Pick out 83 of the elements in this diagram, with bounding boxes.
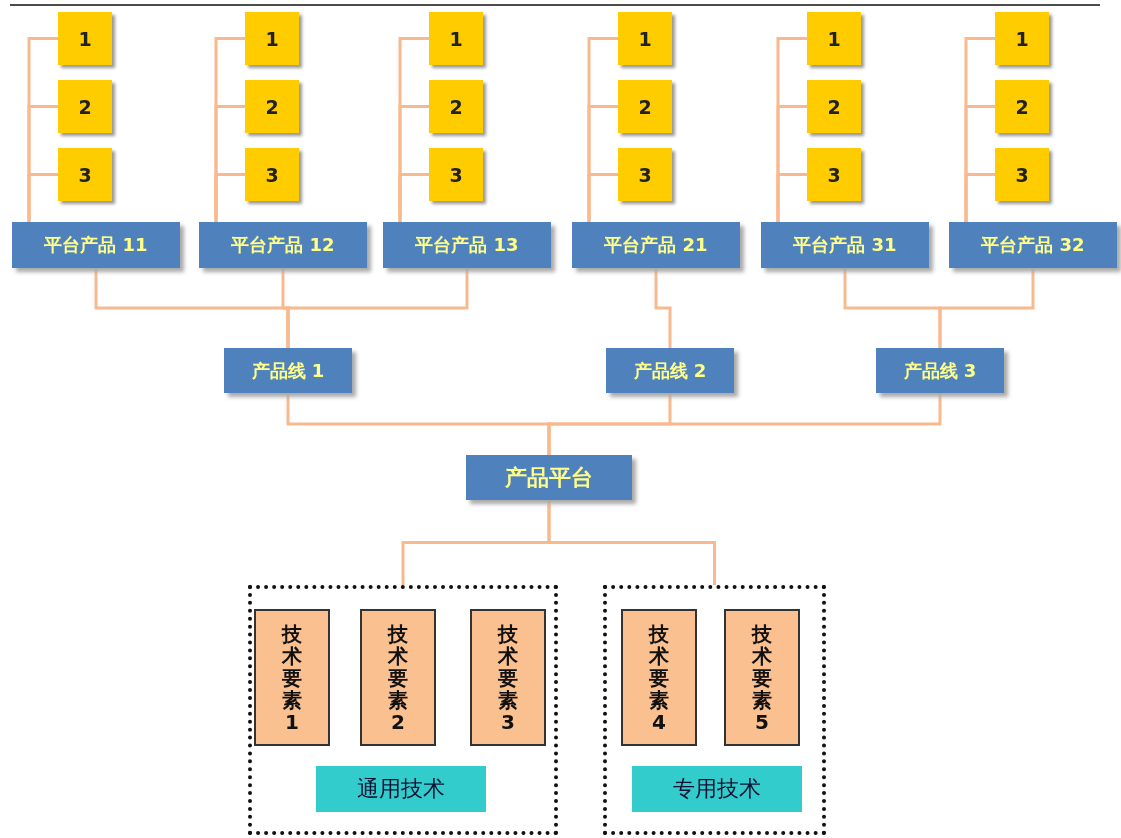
dotted-group-frame <box>603 585 826 835</box>
connector-line <box>398 173 429 222</box>
box-label: 平台产品 21 <box>604 233 708 257</box>
process-box <box>572 222 740 268</box>
box-label: 产品线 1 <box>251 358 325 383</box>
box-label: 平台产品 32 <box>981 233 1085 257</box>
connector-line <box>587 173 618 222</box>
number-box <box>618 12 672 65</box>
box-label: 通用技术 <box>357 775 445 803</box>
box-label: 1 <box>638 27 652 50</box>
process-box <box>949 222 1117 268</box>
connector-line <box>27 173 58 222</box>
box-label: 产品平台 <box>505 463 593 492</box>
number-box <box>807 12 861 65</box>
box-label: 2 <box>827 95 841 118</box>
process-box <box>761 222 929 268</box>
box-label: 平台产品 11 <box>44 233 148 257</box>
box-label: 2 <box>449 95 463 118</box>
connector-line <box>214 173 245 222</box>
dotted-group-frame <box>248 585 558 835</box>
element-box <box>621 609 697 746</box>
process-box <box>199 222 367 268</box>
number-box <box>58 80 112 133</box>
box-label: 3 <box>449 163 463 186</box>
box-label: 平台产品 12 <box>231 233 335 257</box>
box-label: 1 <box>449 27 463 50</box>
connector-line <box>964 173 995 222</box>
number-box <box>807 148 861 201</box>
number-box <box>429 12 483 65</box>
connector-line <box>547 500 716 585</box>
box-label: 3 <box>265 163 279 186</box>
process-box <box>12 222 180 268</box>
box-label: 1 <box>827 27 841 50</box>
process-box <box>876 348 1004 393</box>
box-label: 1 <box>78 27 92 50</box>
number-box <box>995 148 1049 201</box>
element-box <box>724 609 800 746</box>
box-label: 产品线 2 <box>633 358 707 383</box>
box-label: 2 <box>1015 95 1029 118</box>
box-label: 技术要素1 <box>282 622 302 733</box>
box-label: 3 <box>827 163 841 186</box>
box-label: 3 <box>1015 163 1029 186</box>
box-label: 平台产品 31 <box>793 233 897 257</box>
process-box <box>466 455 632 500</box>
connector-line <box>938 268 1035 348</box>
box-label: 2 <box>78 95 92 118</box>
connector-line <box>776 173 807 222</box>
number-box <box>429 148 483 201</box>
box-label: 技术要素3 <box>498 622 518 733</box>
number-box <box>429 80 483 133</box>
connector-line <box>654 268 672 348</box>
label-box <box>632 766 802 812</box>
box-label: 3 <box>638 163 652 186</box>
label-box <box>316 766 486 812</box>
process-box <box>383 222 551 268</box>
number-box <box>245 12 299 65</box>
element-box <box>470 609 546 746</box>
box-label: 3 <box>78 163 92 186</box>
number-box <box>995 12 1049 65</box>
connector-line <box>286 268 469 348</box>
box-label: 1 <box>265 27 279 50</box>
number-box <box>245 80 299 133</box>
number-box <box>618 80 672 133</box>
number-box <box>618 148 672 201</box>
box-label: 2 <box>265 95 279 118</box>
number-box <box>807 80 861 133</box>
box-label: 技术要素4 <box>649 622 669 733</box>
box-label: 1 <box>1015 27 1029 50</box>
box-label: 2 <box>638 95 652 118</box>
box-label: 产品线 3 <box>903 358 977 383</box>
process-box <box>224 348 352 393</box>
element-box <box>360 609 436 746</box>
process-box <box>606 348 734 393</box>
number-box <box>58 12 112 65</box>
box-label: 技术要素5 <box>752 622 772 733</box>
box-label: 技术要素2 <box>388 622 408 733</box>
connector-line <box>547 393 942 455</box>
number-box <box>995 80 1049 133</box>
box-label: 平台产品 13 <box>415 233 519 257</box>
box-label: 专用技术 <box>673 775 761 803</box>
number-box <box>58 148 112 201</box>
element-box <box>254 609 330 746</box>
number-box <box>245 148 299 201</box>
